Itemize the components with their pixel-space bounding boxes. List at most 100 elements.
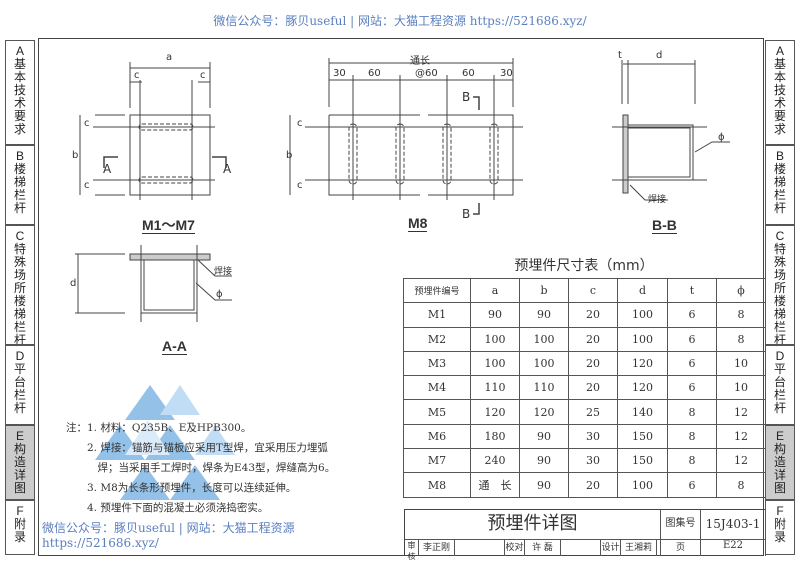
tab-label: 楼梯栏杆 — [13, 162, 26, 215]
note-line: 4. 预埋件下面的混凝土必须浇捣密实。 — [66, 502, 269, 514]
tab-letter: A — [775, 44, 784, 58]
tab-letter: A — [15, 44, 24, 58]
table-cell: 25 — [568, 399, 618, 425]
table-cell: 6 — [667, 302, 717, 328]
m8-plan — [289, 58, 523, 215]
table-cell: 90 — [519, 448, 569, 474]
dim-c: c — [134, 70, 140, 81]
section-mark-a: A — [223, 162, 232, 176]
table-cell: 20 — [568, 302, 618, 328]
tab-label: 基本技术要求 — [773, 57, 786, 136]
table-cell: 30 — [568, 423, 618, 450]
column-header: c — [568, 277, 618, 304]
checker-signature — [561, 540, 601, 556]
watermark-top: 微信公众号：豚贝useful | 网站：大猫工程资源 https://52168… — [213, 14, 587, 28]
table-cell: 150 — [617, 423, 668, 450]
tab-label: 平台栏杆 — [773, 362, 786, 415]
table-cell: 180 — [470, 423, 520, 450]
note-line: 注：1. 材料：Q235B、E及HPB300。 — [66, 422, 252, 434]
column-header: d — [617, 277, 668, 304]
tab-letter: B — [775, 149, 784, 163]
table-cell: 120 — [617, 350, 668, 377]
tab-letter: D — [775, 349, 785, 363]
tab-label: 平台栏杆 — [13, 362, 26, 415]
tab-letter: D — [15, 349, 25, 363]
phi-label: ϕ — [216, 289, 223, 300]
table-cell: 6 — [667, 350, 717, 377]
m1-m7-plan — [79, 62, 227, 200]
dim-spacing: @60 — [415, 68, 438, 79]
section-mark-b: B — [462, 90, 471, 104]
column-header: 预埋件编号 — [403, 277, 471, 304]
table-cell: 20 — [568, 375, 618, 401]
table-cell: 12 — [716, 423, 766, 450]
table-cell: 6 — [667, 326, 717, 352]
note-line: 3. M8为长条形预埋件，长度可以连续延伸。 — [66, 482, 297, 494]
logo-watermark — [95, 385, 235, 500]
table-cell: 100 — [519, 326, 569, 352]
anchor-bar — [348, 123, 358, 185]
tab-letter: B — [15, 149, 24, 163]
table-cell: 8 — [667, 423, 717, 450]
table-cell: 8 — [667, 399, 717, 425]
dim-c: c — [84, 118, 90, 129]
table-cell: M6 — [403, 423, 471, 450]
page-number: E22 — [701, 540, 766, 556]
dim-c: c — [84, 180, 90, 191]
drawing-title: 预埋件详图 — [405, 510, 661, 540]
table-cell: 100 — [617, 302, 668, 328]
table-cell: M5 — [403, 399, 471, 425]
dim-spacing: 30 — [333, 68, 346, 79]
table-cell: 110 — [519, 375, 569, 401]
reviewer-signature — [455, 540, 505, 556]
table-cell: 240 — [470, 448, 520, 474]
table-cell: M3 — [403, 350, 471, 377]
table-cell: 90 — [519, 423, 569, 450]
reviewer: 李正刚 — [419, 540, 455, 556]
table-cell: 120 — [519, 399, 569, 425]
tab-letter: E — [775, 429, 784, 443]
column-header: t — [667, 277, 717, 304]
designer: 王湘莉 — [621, 540, 657, 556]
tab-letter: E — [15, 429, 24, 443]
caption-m8: M8 — [408, 215, 428, 232]
table-cell: 8 — [667, 448, 717, 474]
table-cell: 20 — [568, 350, 618, 377]
column-header: a — [470, 277, 520, 304]
notes: 注：1. 材料：Q235B、E及HPB300。 2. 焊接：锚筋与锚板应采用T型… — [66, 418, 335, 518]
dim-c: c — [200, 70, 206, 81]
page-label: 页 — [661, 540, 701, 556]
table-cell: 12 — [716, 448, 766, 474]
table-cell: M2 — [403, 326, 471, 352]
checker: 许 磊 — [525, 540, 561, 556]
table-cell: 110 — [470, 375, 520, 401]
dim-spacing: 60 — [462, 68, 475, 79]
dim-c: c — [297, 180, 303, 191]
design-label: 设计 — [601, 540, 621, 556]
tab-label: 特殊场所楼梯栏杆 — [13, 242, 26, 345]
tab-label: 基本技术要求 — [13, 57, 26, 136]
table-cell: 100 — [519, 350, 569, 377]
tab-label: 构造详图 — [13, 442, 26, 495]
phi-label: ϕ — [718, 132, 725, 143]
bb-section — [612, 60, 730, 201]
table-cell: 150 — [617, 448, 668, 474]
tab-letter: C — [15, 229, 25, 243]
